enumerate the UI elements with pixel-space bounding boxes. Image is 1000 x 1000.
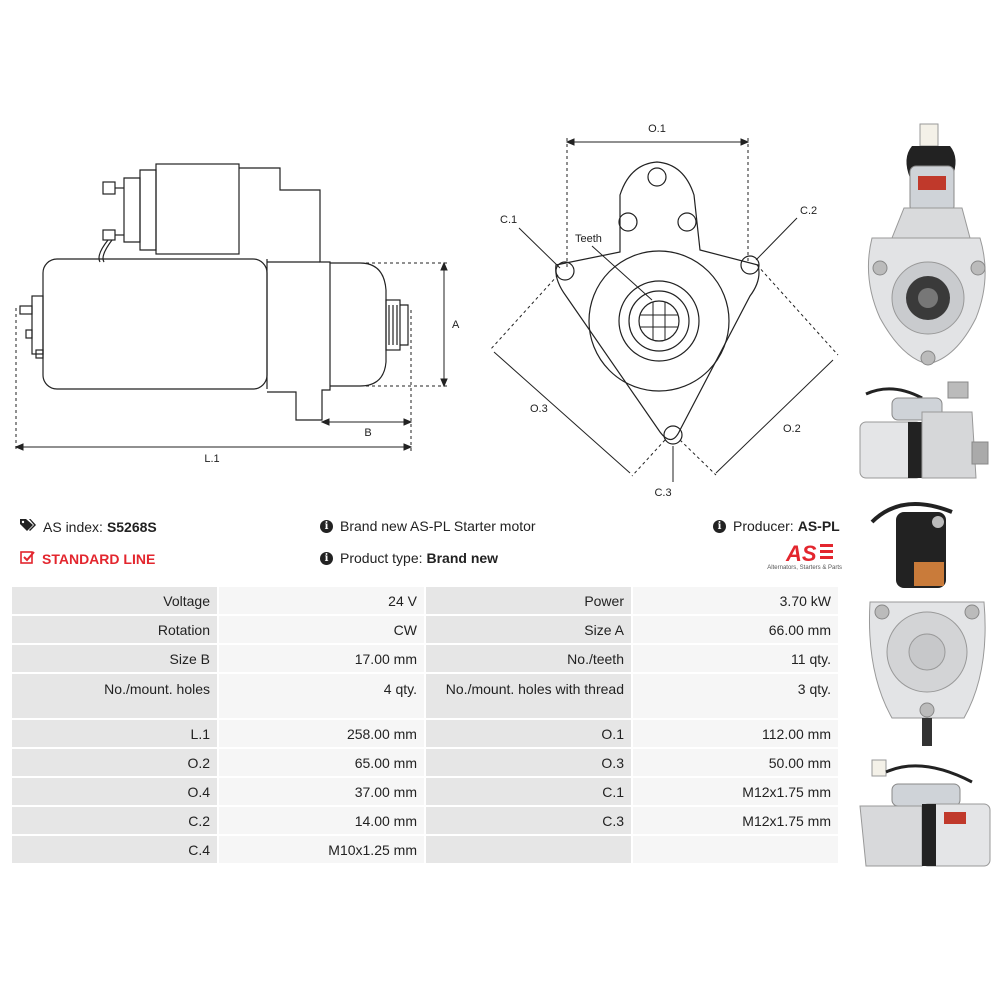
product-type-value: Brand new — [426, 550, 499, 566]
product-photo-side-a — [859, 381, 989, 479]
spec-label: No./teeth — [425, 645, 631, 672]
info-icon: i — [713, 519, 726, 533]
spec-label: No./mount. holes — [12, 674, 218, 718]
dim-label-o2: O.2 — [783, 423, 801, 435]
product-line: STANDARD LINE — [20, 550, 155, 567]
producer: i Producer: AS-PL — [713, 518, 840, 534]
front-view-dimensions — [489, 138, 839, 482]
spec-value: 37.00 mm — [219, 778, 424, 805]
spec-label: Power — [425, 587, 631, 614]
spec-value: M10x1.25 mm — [219, 836, 424, 863]
spec-value — [633, 836, 838, 863]
technical-drawing: L.1 A B O.1 O.2 O.3 C.1 C.2 C.3 Teeth — [14, 123, 839, 499]
spec-value: CW — [219, 616, 424, 643]
spec-label: C.2 — [12, 807, 218, 834]
spec-value: 3 qty. — [633, 674, 838, 718]
dim-label-c2: C.2 — [800, 205, 817, 217]
spec-label: O.4 — [12, 778, 218, 805]
table-row: Rotation CW Size A 66.00 mm — [12, 616, 838, 643]
table-row: Size B 17.00 mm No./teeth 11 qty. — [12, 645, 838, 672]
product-description: i Brand new AS-PL Starter motor — [320, 518, 536, 534]
spec-label: O.3 — [425, 749, 631, 776]
info-icon: i — [320, 551, 333, 565]
table-row: No./mount. holes 4 qty. No./mount. holes… — [12, 674, 838, 718]
spec-label: Rotation — [12, 616, 218, 643]
front-view-drawing — [555, 161, 760, 445]
table-row: O.4 37.00 mm C.1 M12x1.75 mm — [12, 778, 838, 805]
spec-label: C.3 — [425, 807, 631, 834]
spec-label: C.4 — [12, 836, 218, 863]
as-pl-logo: AS Alternators, Starters & Parts — [748, 538, 842, 578]
tag-icon — [20, 518, 36, 535]
svg-text:AS: AS — [785, 541, 817, 564]
spec-value: 112.00 mm — [633, 720, 838, 747]
dim-label-b: B — [364, 427, 371, 439]
spec-value: 65.00 mm — [219, 749, 424, 776]
side-view-drawing — [19, 163, 409, 421]
spec-value: 17.00 mm — [219, 645, 424, 672]
spec-value: 3.70 kW — [633, 587, 838, 614]
checkbox-checked-icon — [20, 550, 35, 567]
spec-label: No./mount. holes with thread — [425, 674, 631, 718]
dim-label-a: A — [452, 319, 460, 331]
table-row: L.1 258.00 mm O.1 112.00 mm — [12, 720, 838, 747]
product-line-label: STANDARD LINE — [42, 550, 156, 567]
as-index-label: AS index: — [43, 518, 103, 535]
table-row: O.2 65.00 mm O.3 50.00 mm — [12, 749, 838, 776]
logo-tagline: Alternators, Starters & Parts — [767, 565, 842, 571]
side-view-dimensions — [14, 261, 448, 452]
product-type: i Product type: Brand new — [320, 550, 498, 566]
product-description-text: Brand new AS-PL Starter motor — [340, 518, 536, 534]
spec-value: 66.00 mm — [633, 616, 838, 643]
dim-label-l1: L.1 — [204, 453, 219, 465]
spec-value: M12x1.75 mm — [633, 807, 838, 834]
product-photo-front — [867, 123, 986, 366]
as-index-value: S5268S — [106, 518, 157, 535]
spec-value: 14.00 mm — [219, 807, 424, 834]
spec-label: C.1 — [425, 778, 631, 805]
spec-value: 4 qty. — [219, 674, 424, 718]
spec-value: M12x1.75 mm — [633, 778, 838, 805]
dim-label-c1: C.1 — [500, 214, 517, 226]
dim-label-o3: O.3 — [530, 403, 548, 415]
product-type-label: Product type: — [340, 550, 423, 566]
spec-label: O.1 — [425, 720, 631, 747]
spec-label: L.1 — [12, 720, 218, 747]
spec-label: Size A — [425, 616, 631, 643]
dim-label-o1: O.1 — [648, 123, 666, 135]
producer-label: Producer: — [733, 518, 794, 534]
as-logo-mark: AS — [785, 541, 833, 564]
spec-value: 11 qty. — [633, 645, 838, 672]
spec-table: Voltage 24 V Power 3.70 kW Rotation CW S… — [10, 585, 840, 865]
table-row: C.2 14.00 mm C.3 M12x1.75 mm — [12, 807, 838, 834]
dim-label-teeth: Teeth — [575, 233, 602, 245]
dim-label-c3: C.3 — [654, 487, 671, 499]
spec-label — [425, 836, 631, 863]
as-index: AS index: S5268S — [20, 518, 157, 535]
info-icon: i — [320, 519, 333, 533]
spec-label: Voltage — [12, 587, 218, 614]
spec-value: 258.00 mm — [219, 720, 424, 747]
product-photo-rear — [869, 502, 986, 746]
table-row: C.4 M10x1.25 mm — [12, 836, 838, 863]
spec-label: Size B — [12, 645, 218, 672]
spec-value: 24 V — [219, 587, 424, 614]
table-row: Voltage 24 V Power 3.70 kW — [12, 587, 838, 614]
spec-value: 50.00 mm — [633, 749, 838, 776]
product-photo-side-b — [859, 759, 991, 867]
producer-value: AS-PL — [797, 518, 840, 534]
spec-label: O.2 — [12, 749, 218, 776]
